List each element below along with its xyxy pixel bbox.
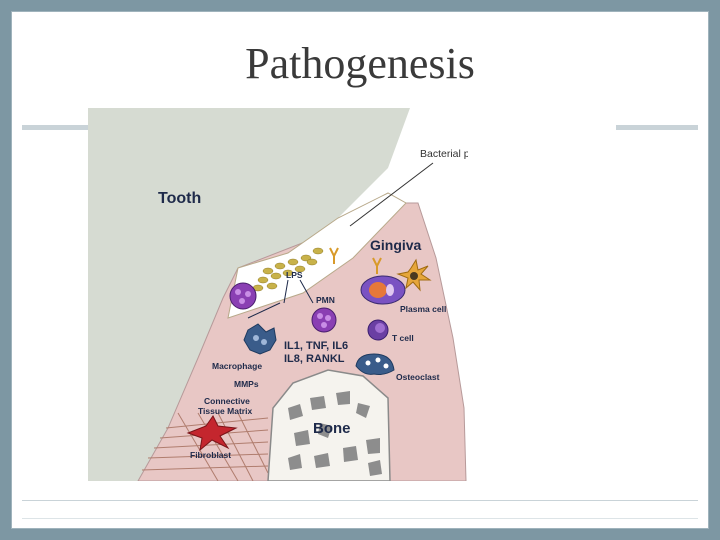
title-rule-left <box>22 125 88 130</box>
label-ctm-line2: Tissue Matrix <box>198 406 252 416</box>
label-lps: LPS <box>286 270 303 280</box>
plaque-pointer-line <box>349 162 434 227</box>
label-gingiva: Gingiva <box>370 237 422 253</box>
footer-rule <box>22 500 698 501</box>
antibody-icons <box>329 247 382 274</box>
footer-rule-2 <box>22 518 698 519</box>
title-rule-right <box>616 125 698 130</box>
pmn-cell <box>311 307 337 333</box>
macrophage-cell <box>243 323 277 355</box>
label-t-cell: T cell <box>392 333 414 343</box>
pathogenesis-diagram: Tooth Bacterial plaque and biofilm Gingi… <box>88 108 468 481</box>
label-cytokines-line1: IL1, TNF, IL6 <box>284 340 348 352</box>
dendritic-cell-icon <box>396 258 432 292</box>
bacteria-cluster <box>252 247 324 292</box>
bone-trabeculae <box>288 391 382 476</box>
lps-arrows <box>247 279 314 319</box>
label-osteoclast: Osteoclast <box>396 372 440 382</box>
label-bone: Bone <box>313 420 351 437</box>
label-tooth: Tooth <box>158 190 201 207</box>
pmn-cell-pocket <box>229 282 257 310</box>
label-bacterial-plaque: Bacterial plaque and biofilm <box>420 148 468 160</box>
label-fibroblast: Fibroblast <box>190 450 231 460</box>
tooth-region <box>88 108 410 481</box>
osteoclast-cell <box>355 353 395 375</box>
t-cell <box>367 319 389 341</box>
plasma-cell <box>360 275 406 305</box>
label-ctm-line1: Connective <box>204 396 250 406</box>
fibroblast-cell <box>186 415 238 452</box>
label-mmps: MMPs <box>234 379 259 389</box>
slide-title: Pathogenesis <box>245 39 475 88</box>
label-plasma-cell: Plasma cell <box>400 304 446 314</box>
label-macrophage: Macrophage <box>212 361 262 371</box>
label-cytokines-line2: IL8, RANKL <box>284 353 345 365</box>
label-pmn: PMN <box>316 295 335 305</box>
